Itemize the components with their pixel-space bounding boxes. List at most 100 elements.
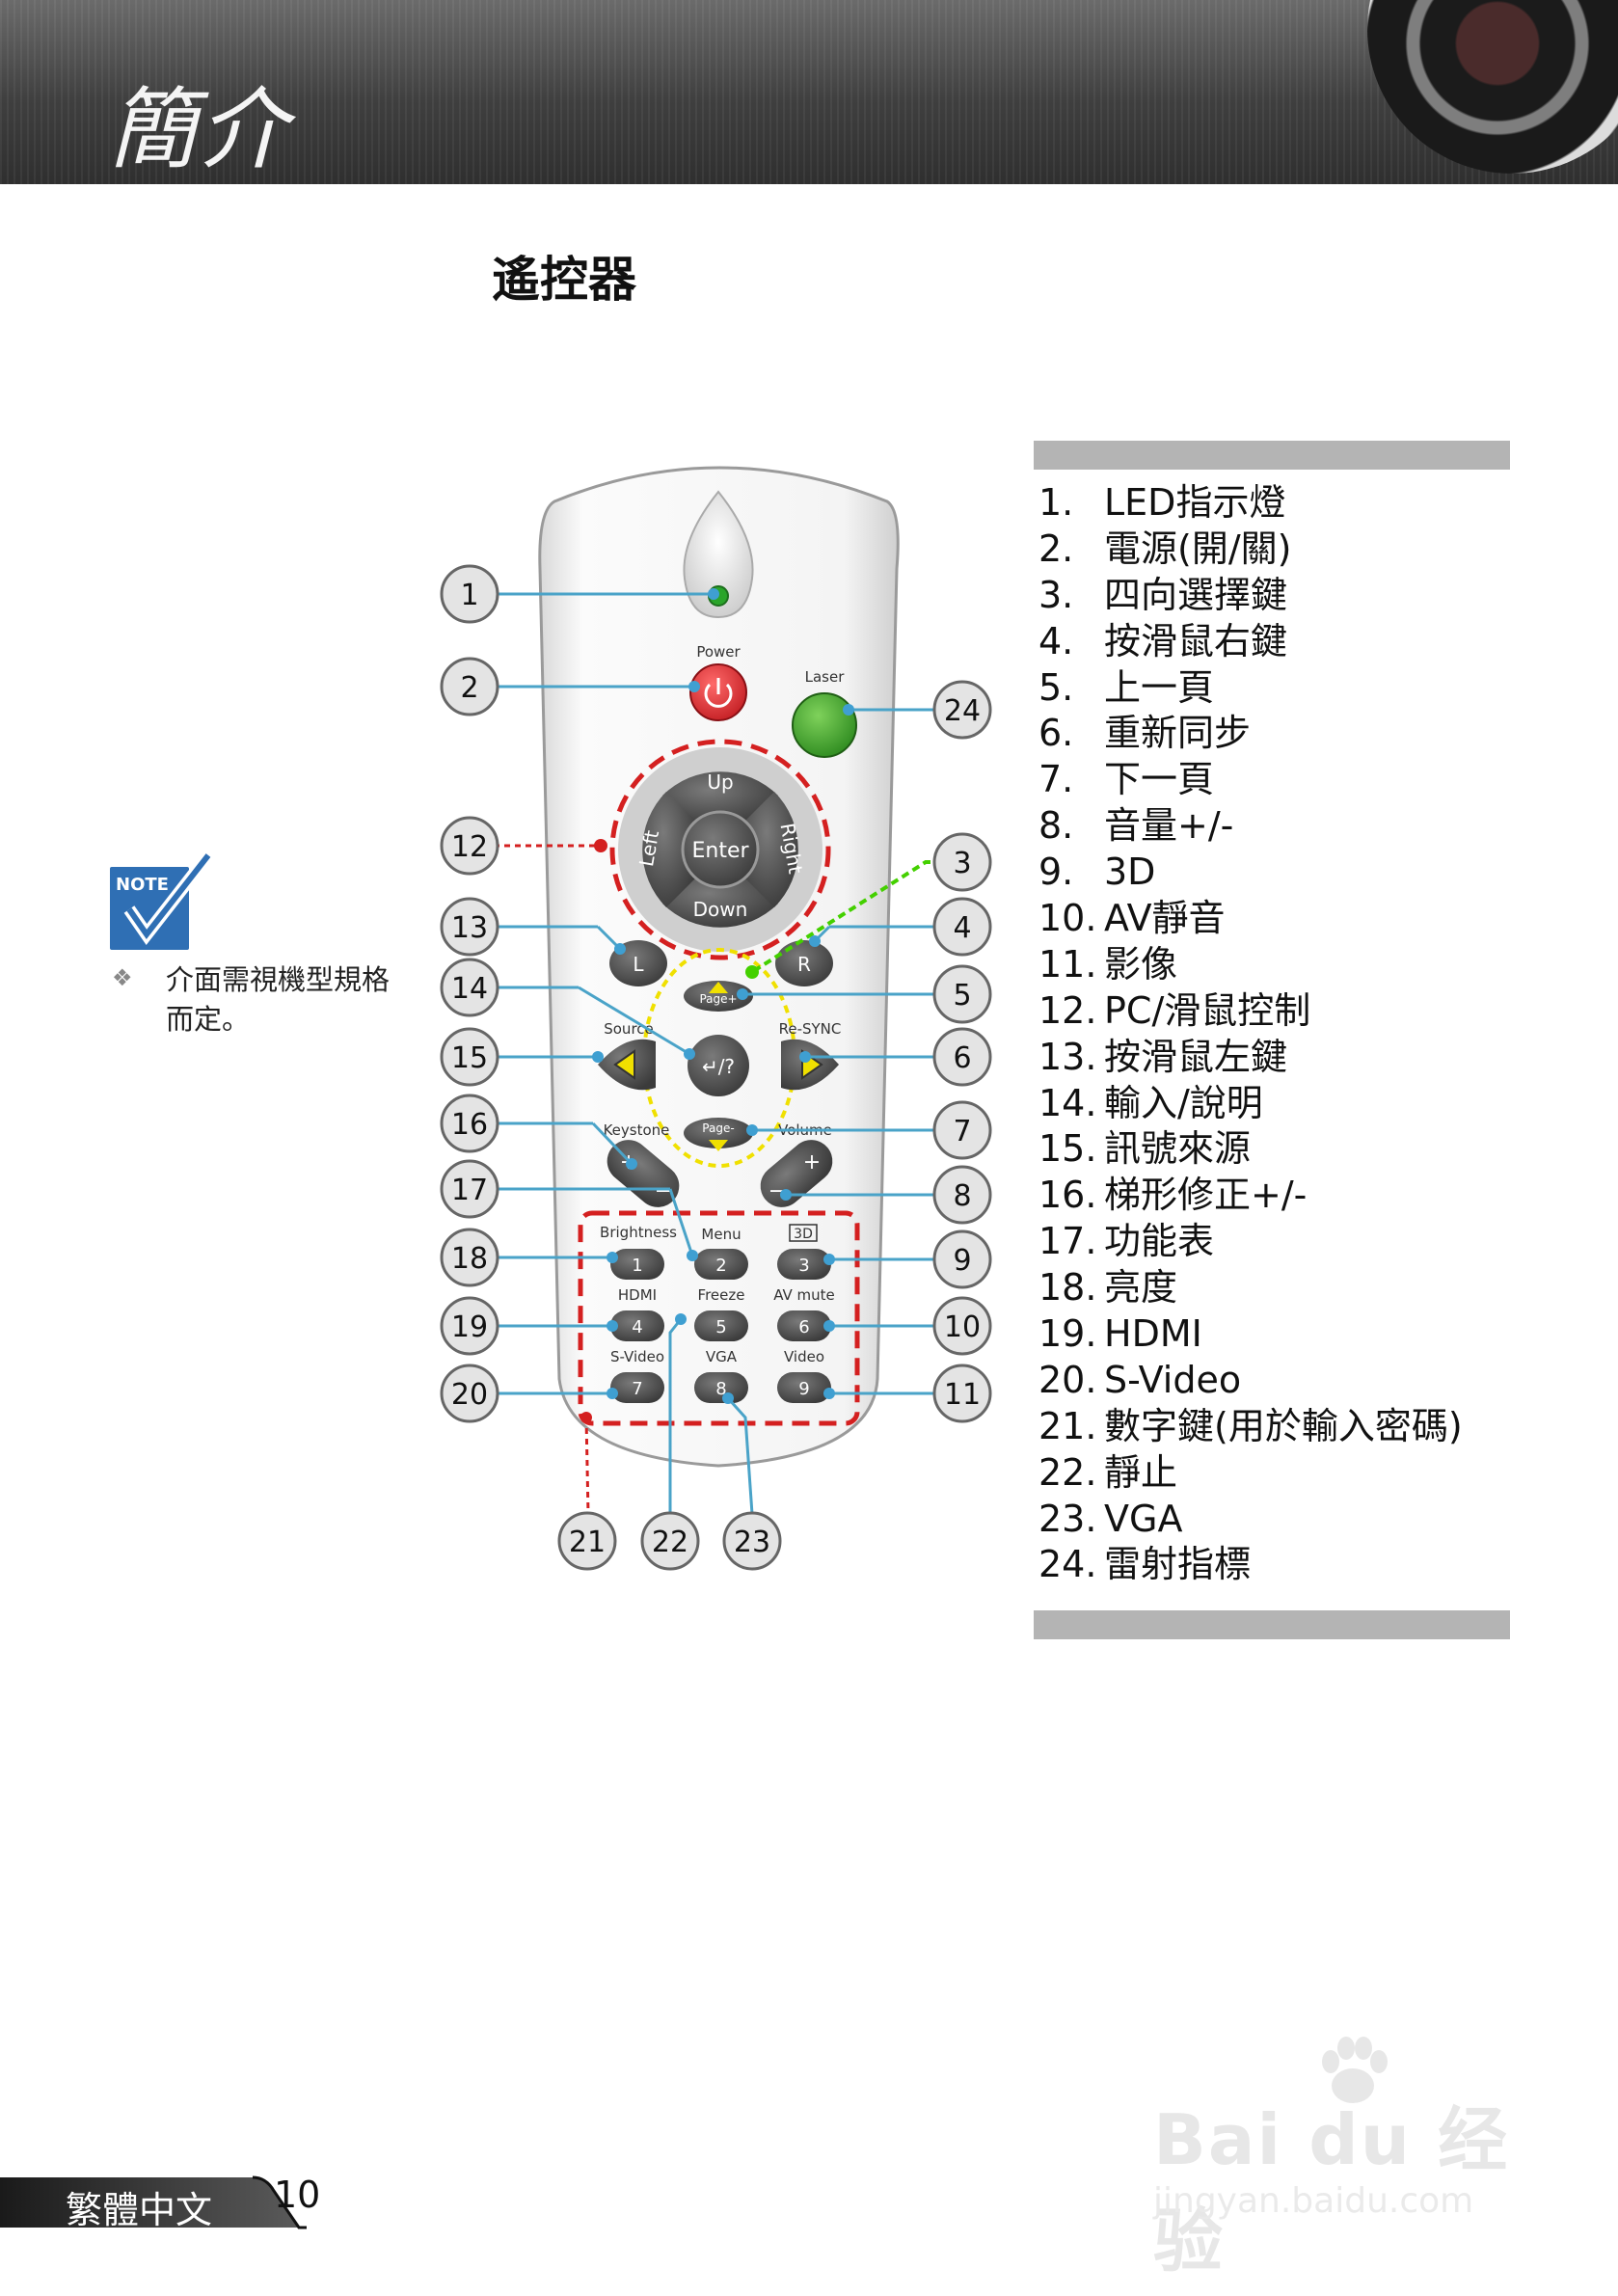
dpad-down-button[interactable]: Down xyxy=(662,875,778,928)
callout-23-label: 23 xyxy=(734,1526,770,1559)
callout-4-label: 4 xyxy=(953,911,971,945)
input-help-button[interactable]: ↵/? xyxy=(688,1035,749,1096)
legend-item-number: 13. xyxy=(1038,1035,1097,1078)
baidu-paw-icon xyxy=(1322,2037,1388,2103)
legend-item-text: 亮度 xyxy=(1104,1266,1178,1310)
legend-item-text: 四向選擇鍵 xyxy=(1104,573,1288,616)
key-8-label: 8 xyxy=(715,1379,726,1399)
numeric-keys-outline xyxy=(578,1210,860,1426)
key-1-brightness[interactable]: 1 xyxy=(610,1249,664,1280)
hdmi-label: HDMI xyxy=(618,1286,657,1304)
power-button[interactable] xyxy=(689,663,747,721)
menu-label: Menu xyxy=(701,1226,741,1243)
dpad-right-button[interactable]: Right xyxy=(745,792,807,907)
legend-item: 13.按滑鼠左鍵 xyxy=(1038,1034,1540,1080)
legend-item-text: 上一頁 xyxy=(1104,665,1215,709)
callout-14: 14 xyxy=(440,958,499,1017)
callout-18: 18 xyxy=(440,1228,499,1287)
legend-item-text: HDMI xyxy=(1104,1312,1202,1356)
legend-item-text: PC/滑鼠控制 xyxy=(1104,988,1311,1032)
legend-item: 6.重新同步 xyxy=(1038,710,1540,756)
legend-item: 10.AV靜音 xyxy=(1038,895,1540,941)
legend-item-number: 11. xyxy=(1038,942,1097,986)
legend-item-text: 雷射指標 xyxy=(1104,1543,1252,1586)
led-window xyxy=(683,490,754,619)
legend-item-number: 21. xyxy=(1038,1404,1097,1447)
callout-20: 20 xyxy=(440,1364,499,1423)
callout-16: 16 xyxy=(440,1094,499,1153)
callout-16-label: 16 xyxy=(451,1108,488,1142)
callout-10-label: 10 xyxy=(944,1310,981,1344)
key-4-label: 4 xyxy=(632,1317,642,1337)
dpad-up-label: Up xyxy=(707,770,733,794)
dpad-left-button[interactable]: Left xyxy=(634,792,695,907)
key-2-label: 2 xyxy=(715,1256,726,1276)
legend-item-text: 梯形修正+/- xyxy=(1104,1174,1308,1217)
callout-2: 2 xyxy=(440,657,499,716)
callout-9: 9 xyxy=(932,1229,992,1289)
legend-item: 23.VGA xyxy=(1038,1496,1540,1542)
legend-item-number: 1. xyxy=(1038,481,1074,524)
legend-item-text: 3D xyxy=(1104,851,1156,894)
callout-5: 5 xyxy=(932,964,992,1024)
key-5-freeze[interactable]: 5 xyxy=(694,1310,748,1341)
legend-item-number: 19. xyxy=(1038,1312,1097,1356)
legend-item-number: 10. xyxy=(1038,897,1097,940)
legend-item-number: 20. xyxy=(1038,1358,1097,1401)
page-up-label: Page+ xyxy=(699,992,737,1006)
legend-item-text: 音量+/- xyxy=(1104,804,1234,848)
page-down-label: Page- xyxy=(702,1121,734,1135)
legend-item: 5.上一頁 xyxy=(1038,664,1540,711)
legend-top-bar xyxy=(1034,441,1510,470)
callout-22: 22 xyxy=(640,1511,700,1571)
key-9-video[interactable]: 9 xyxy=(777,1372,831,1403)
red-endpoint-dot-2 xyxy=(580,1412,592,1423)
enter-button[interactable]: Enter xyxy=(681,810,760,889)
callout-1: 1 xyxy=(440,564,499,624)
keystone-label: Keystone xyxy=(604,1121,670,1139)
key-2-menu[interactable]: 2 xyxy=(694,1249,748,1280)
note-icon-label: NOTE xyxy=(116,875,169,895)
laser-button[interactable] xyxy=(792,692,857,758)
legend-item-text: 電源(開/關) xyxy=(1104,527,1292,570)
legend-item: 1.LED指示燈 xyxy=(1038,479,1540,526)
legend-item-number: 24. xyxy=(1038,1543,1097,1586)
key-4-hdmi[interactable]: 4 xyxy=(610,1310,664,1341)
legend-item: 3. 四向選擇鍵 xyxy=(1038,572,1540,618)
legend-item-number: 14. xyxy=(1038,1081,1097,1124)
legend-item: 16.梯形修正+/- xyxy=(1038,1172,1540,1218)
callout-20-label: 20 xyxy=(451,1378,488,1412)
footer-language: 繁體中文 xyxy=(66,2189,213,2231)
callout-7: 7 xyxy=(932,1100,992,1160)
legend-item-number: 3. xyxy=(1038,573,1074,616)
freeze-label: Freeze xyxy=(698,1286,745,1304)
legend-item-number: 4. xyxy=(1038,619,1074,662)
legend-item: 19.HDMI xyxy=(1038,1310,1540,1357)
callout-8: 8 xyxy=(932,1165,992,1225)
key-7-s-video[interactable]: 7 xyxy=(610,1372,664,1403)
key-6-av-mute[interactable]: 6 xyxy=(777,1310,831,1341)
watermark-brand: Bai du 经验 xyxy=(1153,2099,1510,2282)
mouse-right-click-button[interactable]: R xyxy=(775,940,833,986)
callout-4: 4 xyxy=(932,897,992,957)
callout-15-label: 15 xyxy=(451,1041,488,1075)
source-button[interactable] xyxy=(598,1039,656,1091)
dpad-up-button[interactable]: Up xyxy=(662,770,778,824)
legend-item-text: 重新同步 xyxy=(1104,712,1252,755)
page-down-button[interactable]: Page- xyxy=(684,1118,753,1151)
callout-10: 10 xyxy=(932,1296,992,1356)
legend-item-number: 2. xyxy=(1038,527,1074,570)
legend-item-number: 22. xyxy=(1038,1450,1097,1494)
three-d-label-box xyxy=(789,1224,818,1242)
callout-9-label: 9 xyxy=(953,1244,971,1278)
callout-3-label: 3 xyxy=(953,847,971,880)
key-8-vga[interactable]: 8 xyxy=(694,1372,748,1403)
page-up-button[interactable]: Page+ xyxy=(684,981,753,1012)
volume-rocker[interactable]: + − xyxy=(752,1131,842,1216)
green-endpoint-dot xyxy=(745,965,759,979)
legend-item: 20.S-Video xyxy=(1038,1357,1540,1403)
callout-14-label: 14 xyxy=(451,972,488,1006)
pc-mouse-control-outline xyxy=(609,739,831,960)
callout-21-label: 21 xyxy=(569,1526,606,1559)
key-3-3d[interactable]: 3 xyxy=(777,1249,831,1280)
